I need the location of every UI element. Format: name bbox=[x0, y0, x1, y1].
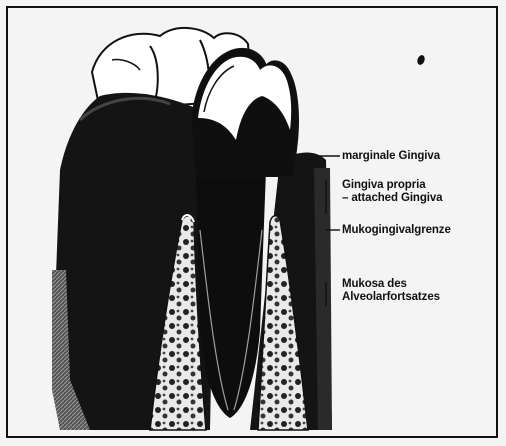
label-marginal-gingiva: marginale Gingiva bbox=[342, 150, 440, 163]
label-mucogingival-junction: Mukogingivalgrenze bbox=[342, 224, 451, 237]
label-alveolar-mucosa-line2: Alveolarfortsatzes bbox=[342, 291, 440, 304]
corner-mark-dot bbox=[416, 54, 426, 66]
label-gingiva-propria-line2: – attached Gingiva bbox=[342, 192, 442, 205]
label-gingiva-propria-line1: Gingiva propria bbox=[342, 179, 426, 192]
label-alveolar-mucosa-line1: Mukosa des bbox=[342, 278, 407, 291]
